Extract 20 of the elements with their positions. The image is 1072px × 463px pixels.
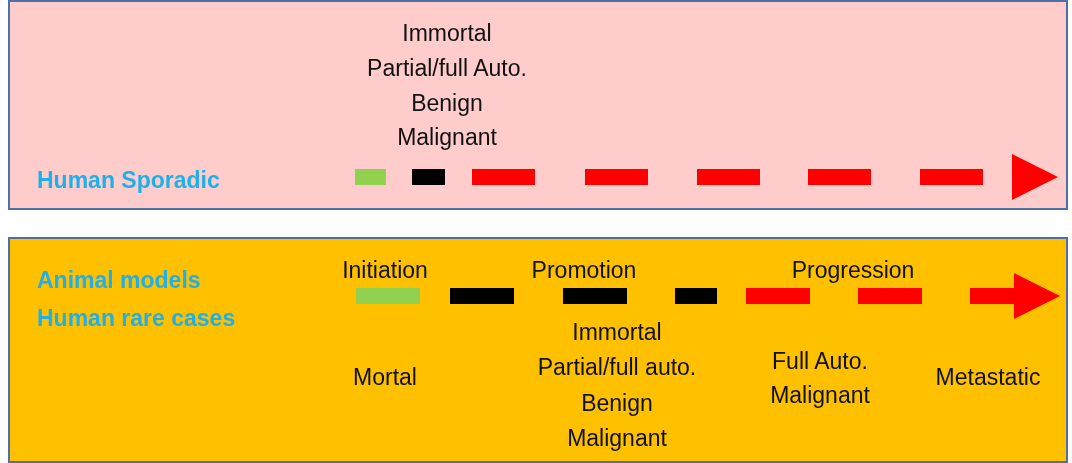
stage-property: Benign bbox=[581, 389, 653, 417]
stage-band bbox=[8, 0, 1068, 210]
stage-property: Full Auto. bbox=[772, 347, 868, 375]
stage-band bbox=[8, 237, 1068, 463]
stage-property: Metastatic bbox=[935, 363, 1041, 391]
stage-property: Immortal bbox=[402, 19, 492, 47]
stage-property: Immortal bbox=[572, 318, 662, 346]
stage-name: Promotion bbox=[531, 256, 637, 284]
stage-property: Benign bbox=[411, 89, 483, 117]
stage-property: Partial/full Auto. bbox=[367, 54, 527, 82]
band-title: Animal models bbox=[37, 266, 201, 294]
band-title: Human rare cases bbox=[37, 304, 236, 332]
stage-property: Mortal bbox=[353, 363, 417, 391]
stage-property: Partial/full auto. bbox=[537, 353, 697, 381]
band-title: Human Sporadic bbox=[37, 166, 220, 194]
stage-name: Progression bbox=[791, 256, 915, 284]
stage-name: Initiation bbox=[342, 256, 428, 284]
stage-property: Malignant bbox=[567, 424, 667, 452]
stage-property: Malignant bbox=[397, 123, 497, 151]
stage-property: Malignant bbox=[770, 381, 870, 409]
